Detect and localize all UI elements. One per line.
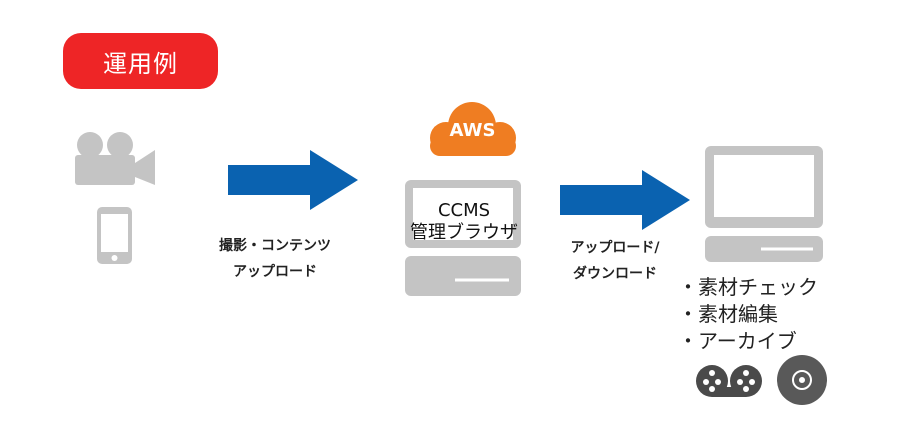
task-item: ・アーカイブ bbox=[678, 329, 797, 353]
task-item: ・素材編集 bbox=[678, 302, 778, 326]
server-label: CCMS 管理ブラウザ bbox=[380, 200, 548, 244]
video-camera-icon bbox=[75, 132, 155, 185]
server-label-line1: CCMS bbox=[437, 200, 491, 221]
usage-example-badge: 運用例 bbox=[63, 33, 218, 89]
upload-arrow bbox=[228, 150, 358, 210]
desktop-computer-icon bbox=[705, 146, 823, 262]
server-icon bbox=[405, 180, 521, 296]
transfer-label: アップロード/ ダウンロード bbox=[550, 235, 680, 287]
server-label-line2: 管理ブラウザ bbox=[410, 222, 518, 243]
film-reel-icon bbox=[696, 365, 762, 397]
task-list: ・素材チェック ・素材編集 ・アーカイブ bbox=[678, 274, 888, 355]
disc-icon bbox=[777, 355, 827, 405]
transfer-arrow bbox=[560, 170, 690, 230]
transfer-label-line2: ダウンロード bbox=[573, 266, 657, 282]
aws-cloud-icon bbox=[430, 102, 516, 156]
smartphone-icon bbox=[97, 207, 132, 264]
upload-label-line2: アップロード bbox=[233, 264, 317, 280]
aws-label: AWS bbox=[449, 120, 496, 141]
badge-label: 運用例 bbox=[103, 49, 178, 78]
upload-label-line1: 撮影・コンテンツ bbox=[219, 238, 331, 254]
task-item: ・素材チェック bbox=[678, 275, 818, 299]
upload-label: 撮影・コンテンツ アップロード bbox=[195, 233, 355, 285]
transfer-label-line1: アップロード/ bbox=[570, 240, 660, 256]
